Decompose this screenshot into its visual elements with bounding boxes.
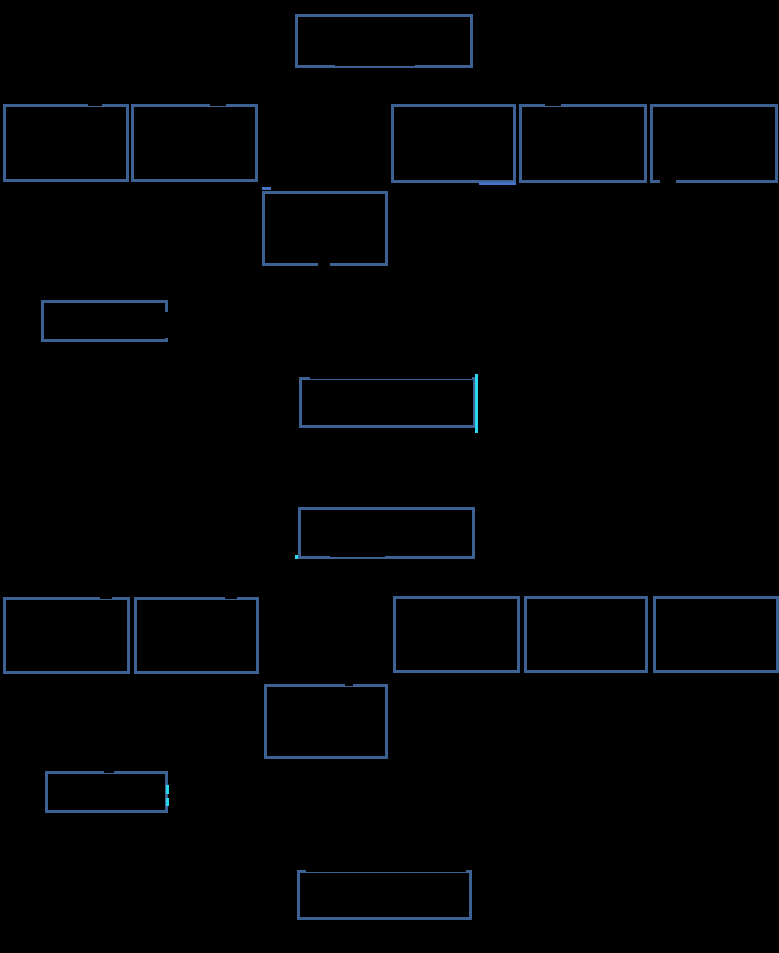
flow-box-center-box-2[interactable]	[264, 684, 388, 759]
ink-notch-trio1c-bottom	[660, 179, 676, 183]
flow-box-right-trio-2a[interactable]	[393, 596, 520, 673]
ink-notch-small1-right	[164, 312, 169, 338]
flow-box-left-pair-1b[interactable]	[131, 104, 258, 182]
cyan-dash-a	[166, 785, 169, 794]
ink-notch-pair2b-top	[225, 595, 237, 599]
ink-notch-wide2-bottom	[330, 553, 385, 557]
accent-dash-right	[479, 182, 516, 185]
flow-box-left-pair-2b[interactable]	[134, 597, 259, 674]
accent-dash-left	[262, 187, 271, 190]
flow-box-wide-box-3[interactable]	[297, 870, 472, 920]
ink-notch-pair1b-top	[210, 102, 226, 106]
ink-notch-center1	[318, 263, 330, 268]
ink-notch-wide1-top	[310, 375, 472, 379]
ink-notch-trio1b-top	[545, 102, 561, 106]
flow-box-left-pair-1a[interactable]	[3, 104, 129, 182]
flow-box-center-box-1[interactable]	[262, 191, 388, 266]
flow-box-wide-box-2[interactable]	[298, 507, 475, 559]
flow-box-right-trio-2b[interactable]	[524, 596, 648, 673]
ink-notch-pair1a-top	[88, 102, 102, 106]
cyan-dash-b	[166, 798, 169, 806]
flow-box-right-trio-1a[interactable]	[391, 104, 516, 183]
flow-box-right-trio-1c[interactable]	[650, 104, 778, 183]
ink-notch-title-bottom	[335, 62, 415, 66]
cyan-dot	[295, 555, 298, 559]
flow-box-title-box[interactable]	[295, 14, 473, 68]
ink-notch-small2-top	[104, 769, 114, 773]
flow-box-small-box-1[interactable]	[41, 300, 168, 342]
flow-box-right-trio-1b[interactable]	[519, 104, 647, 183]
ink-notch-pair2a-top	[100, 595, 112, 599]
ink-notch-center2-top	[345, 682, 353, 686]
flow-box-right-trio-2c[interactable]	[653, 596, 779, 673]
flow-box-small-box-2[interactable]	[45, 771, 168, 813]
flow-box-left-pair-2a[interactable]	[3, 597, 130, 674]
selection-cursor-line	[475, 374, 478, 433]
ink-notch-wide3-top	[306, 867, 466, 872]
flow-box-wide-box-1[interactable]	[299, 377, 476, 428]
